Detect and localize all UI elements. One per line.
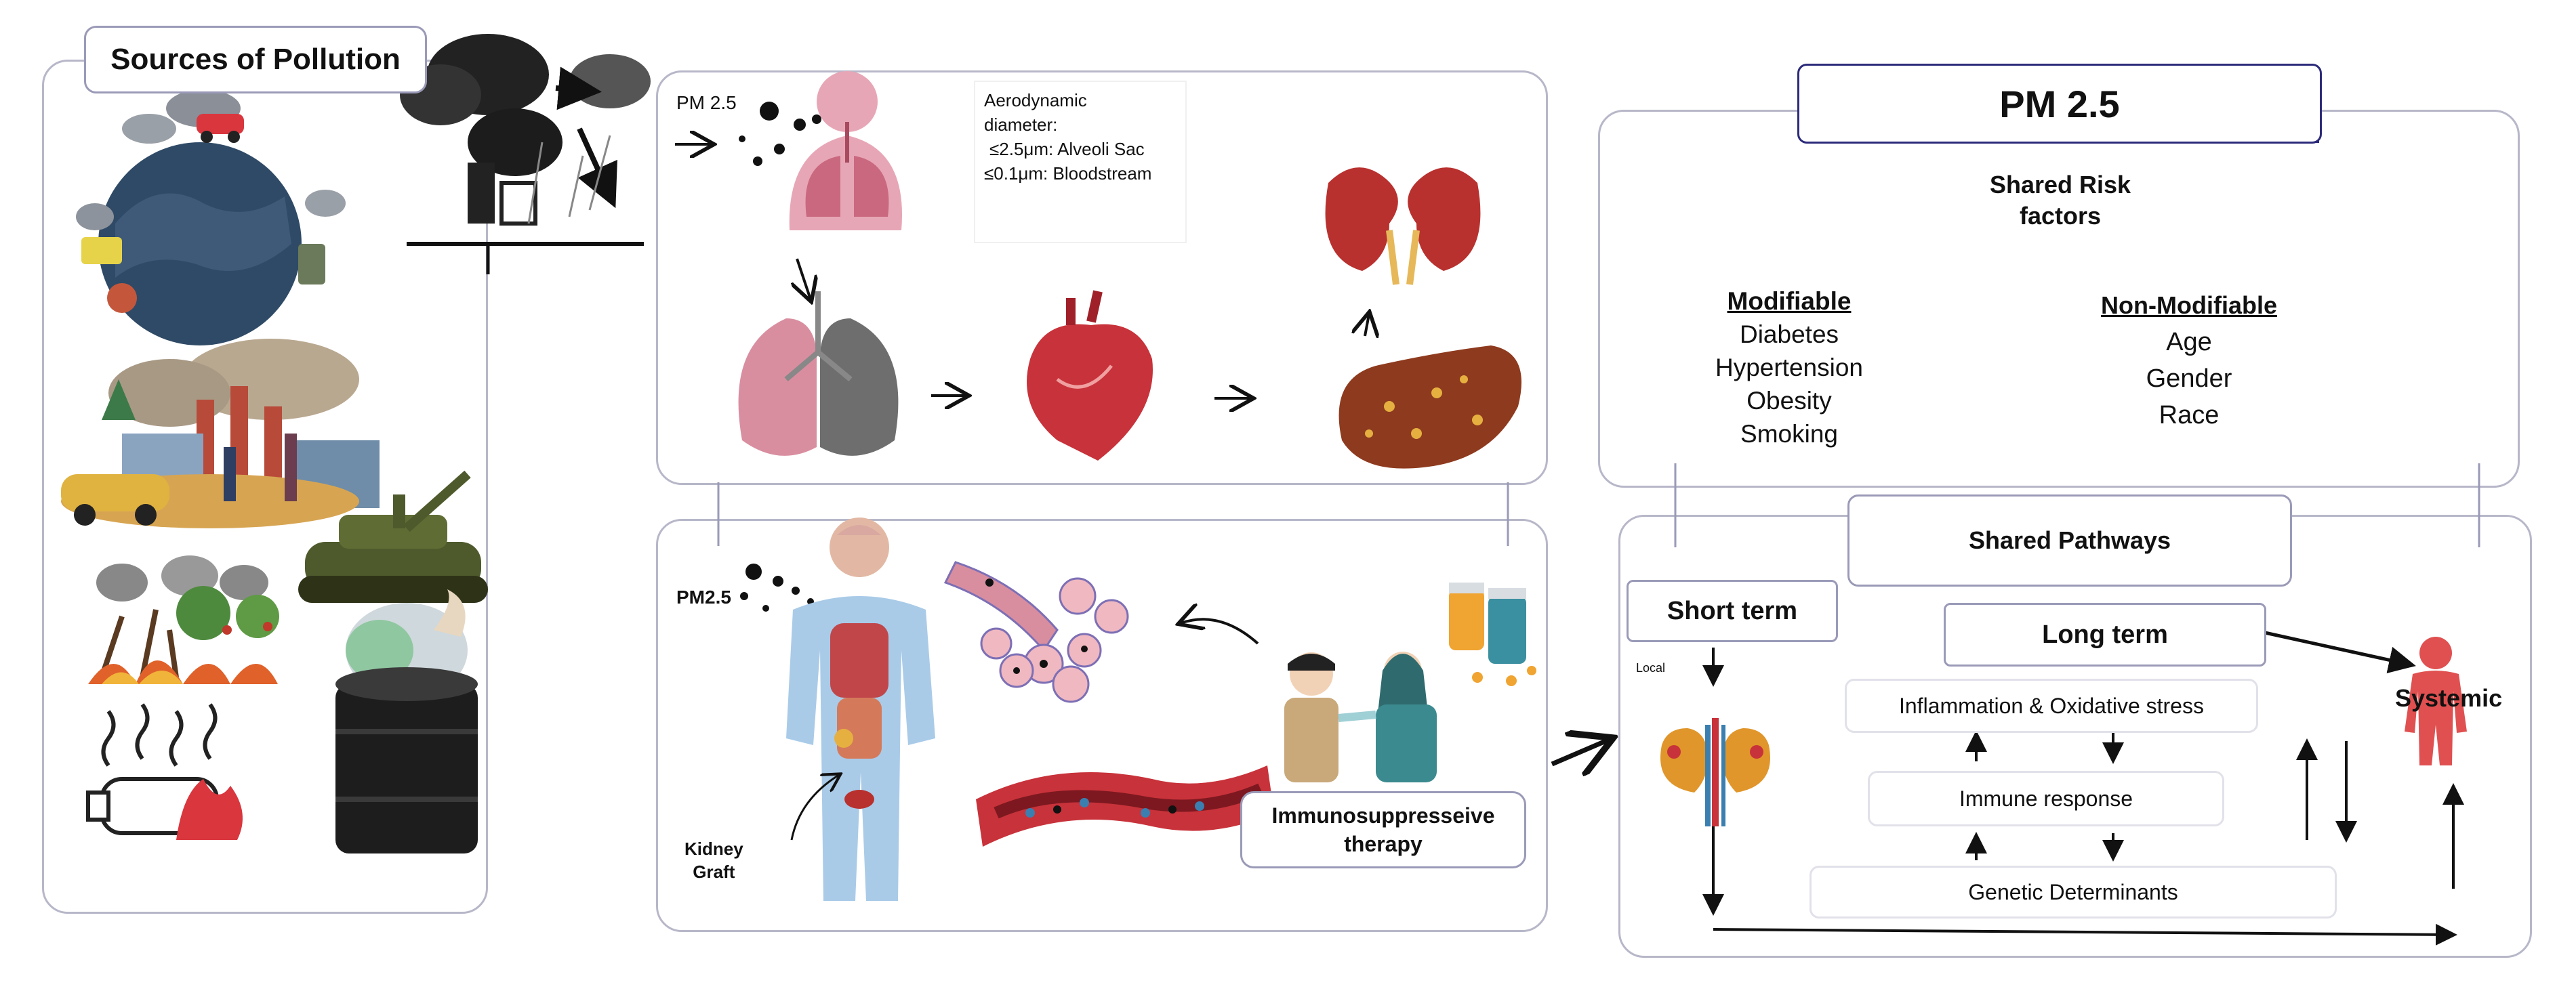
kidney-local-icon [1660,718,1770,826]
note-line-2: diameter: [984,114,1058,135]
modifiable-column: Modifiable Diabetes Hypertension Obesity… [1688,284,1891,450]
nonmodifiable-item: Gender [2146,364,2232,393]
modifiable-item: Diabetes [1739,320,1839,348]
medication-icon [1449,583,1536,686]
shared-risk-title: Shared Risk factors [1938,169,2182,232]
particles-icon [739,102,821,166]
alveoli-icon [943,561,1129,703]
long-term-box: Long term [1944,603,2266,667]
note-line-1: Aerodynamic [984,90,1087,110]
pm-label: PM 2.5 [676,92,737,113]
nonmodifiable-item: Age [2166,328,2212,356]
pm25-header-box: PM 2.5 [1797,64,2322,144]
sources-title: Sources of Pollution [110,43,401,76]
modifiable-item: Hypertension [1715,354,1863,381]
immune-response-box: Immune response [1868,771,2224,826]
therapy-line-2: therapy [1344,832,1423,856]
immune-response-label: Immune response [1959,786,2133,811]
wildfire-icon [88,555,279,684]
nonmodifiable-item: Race [2159,401,2220,429]
short-term-label: Short term [1667,596,1798,625]
particle-size-note: Aerodynamic diameter: ≤2.5μm: Alveoli Sa… [984,88,1151,186]
injection-scene-icon [1284,652,1437,782]
kidney-graft-label: Kidney Graft [684,837,743,883]
lungs-icon [738,291,899,456]
shared-pathways-box: Shared Pathways [1847,494,2292,587]
note-line-3: ≤2.5μm: Alveoli Sac [989,139,1145,159]
nonmodifiable-title: Non-Modifiable [2101,291,2277,319]
tank-icon [298,470,488,603]
pm25-header: PM 2.5 [1999,82,2120,125]
local-label: Local [1636,661,1666,675]
short-term-box: Short term [1627,580,1838,642]
liver-icon [1338,345,1521,469]
blood-vessel-icon [976,765,1274,847]
shared-risk-line-2: factors [2019,202,2102,230]
respiratory-system-icon [789,71,902,230]
pm25-label: PM2.5 [676,587,731,608]
systemic-body-icon [2405,637,2467,765]
systemic-label: Systemic [2395,684,2503,712]
genetic-determinants-box: Genetic Determinants [1810,866,2337,919]
immunosuppressive-therapy-box: Immunosuppresseive therapy [1240,791,1526,868]
modifiable-item: Obesity [1746,387,1832,415]
genetic-determinants-label: Genetic Determinants [1968,879,2178,904]
inflammation-box: Inflammation & Oxidative stress [1845,679,2258,733]
modifiable-title: Modifiable [1727,287,1852,315]
inflammation-label: Inflammation & Oxidative stress [1899,693,2204,718]
factory-smoke-icon [400,34,651,274]
sources-title-box: Sources of Pollution [84,26,427,93]
waste-barrel-icon [335,589,478,853]
human-body-icon [786,518,935,901]
nonmodifiable-column: Non-Modifiable Age Gender Race [2074,287,2304,434]
long-term-label: Long term [2042,620,2168,649]
shared-pathways-title: Shared Pathways [1968,526,2171,554]
therapy-line-1: Immunosuppresseive [1271,803,1495,828]
risk-factors-panel [1598,110,2520,488]
shared-risk-line-1: Shared Risk [1989,171,2131,198]
kidneys-icon [1325,167,1481,285]
industrial-scene-icon [61,339,380,528]
modifiable-item: Smoking [1740,420,1838,448]
kidney-graft-line-1: Kidney [684,839,743,859]
burning-plastic-icon [86,703,243,840]
note-line-4: ≤0.1μm: Bloodstream [984,163,1152,184]
particles-icon-2 [740,564,814,612]
polluted-globe-icon [76,89,346,345]
heart-icon [1027,290,1153,461]
kidney-graft-line-2: Graft [693,862,735,882]
